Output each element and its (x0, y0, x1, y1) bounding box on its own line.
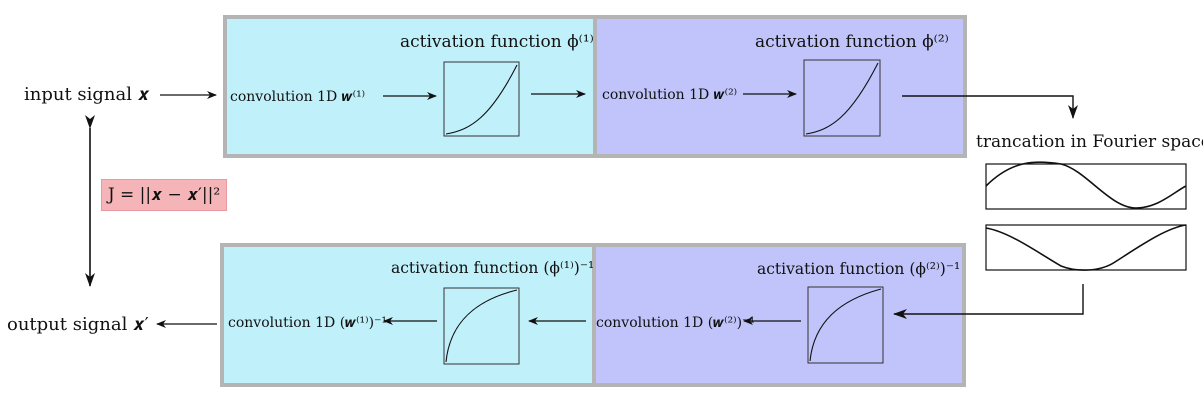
fourier-to-decoder-arrow (893, 284, 1084, 319)
fourier-plot-top (985, 163, 1187, 210)
enc1-activation-plot (443, 61, 520, 137)
encoder-1-activation-label: activation function ϕ⁽¹⁾ (400, 32, 594, 52)
input-signal-label: input signal 𝒙 (24, 84, 150, 105)
decoder-1-activation-label: activation function (ϕ⁽¹⁾)⁻¹ (391, 259, 595, 277)
encoder-2-convolution-label: convolution 1D 𝒘⁽²⁾ (602, 87, 738, 103)
decoder-1-convolution-label: convolution 1D (𝒘⁽¹⁾)⁻¹ (228, 315, 388, 331)
encoder-block-2 (593, 15, 967, 158)
enc2-activation-plot (803, 59, 881, 137)
decoder-2-convolution-label: convolution 1D (𝒘⁽²⁾)⁻¹ (596, 315, 756, 331)
dec2-activation-plot (807, 286, 884, 364)
encoder-2-activation-label: activation function ϕ⁽²⁾ (755, 32, 949, 52)
fourier-truncation-label: trancation in Fourier space (976, 132, 1203, 152)
decoder-block-1 (220, 243, 596, 387)
encoder-1-convolution-label: convolution 1D 𝒘⁽¹⁾ (230, 89, 366, 105)
fourier-plot-bottom (985, 224, 1187, 271)
output-signal-label: output signal 𝒙′ (7, 314, 149, 335)
encoder-to-fourier-arrow (902, 95, 1078, 119)
cost-function-box: J = ||𝒙 − 𝒙′||² (101, 179, 227, 211)
dec1-activation-plot (443, 287, 520, 365)
encoder-block-1 (223, 15, 597, 158)
decoder-2-activation-label: activation function (ϕ⁽²⁾)⁻¹ (757, 260, 961, 278)
